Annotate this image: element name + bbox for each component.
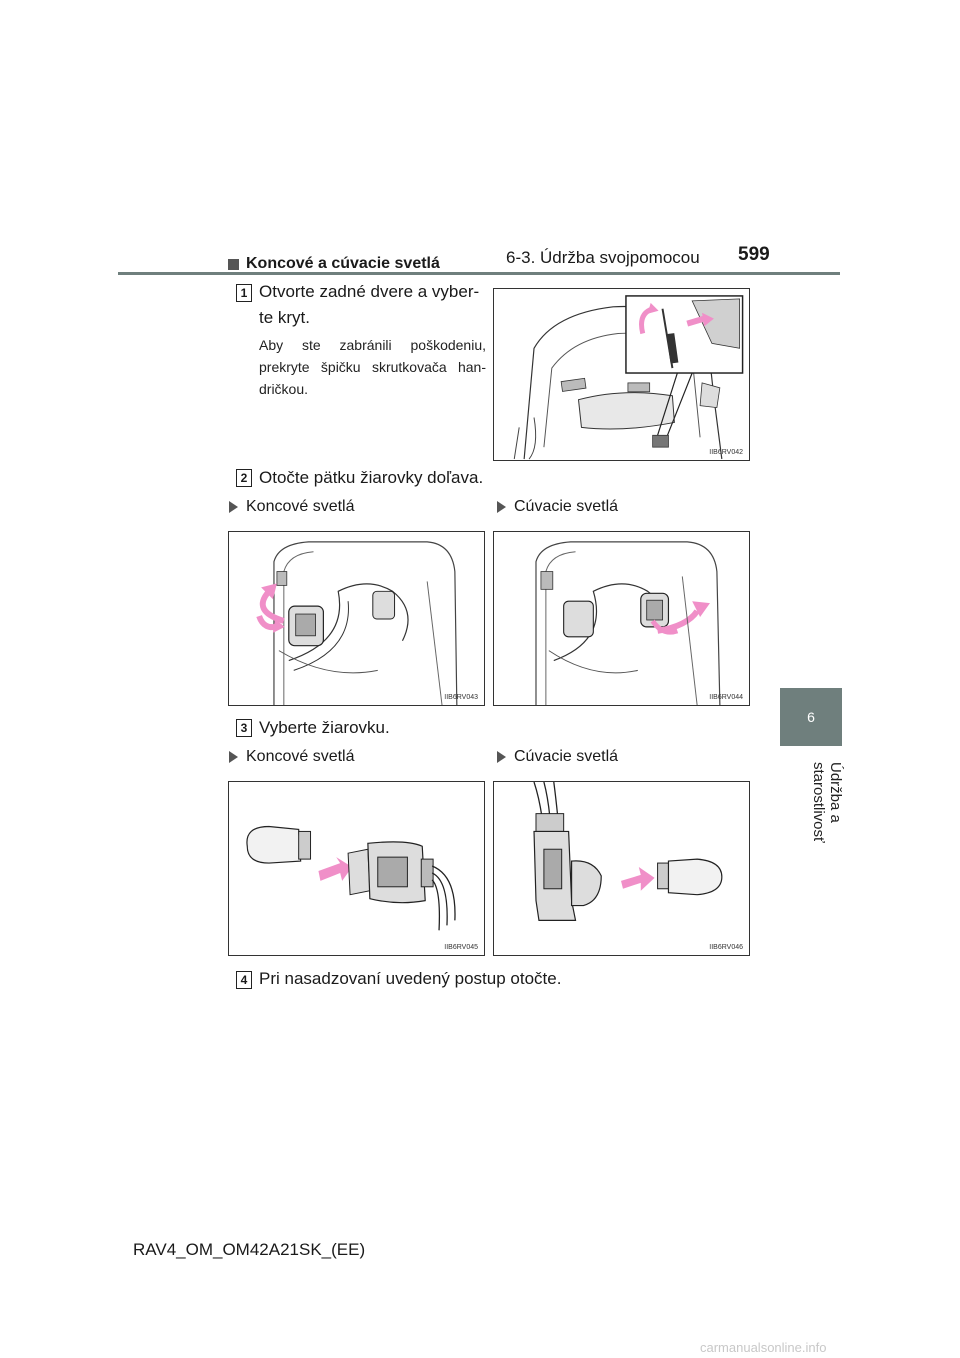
- tailgate-illustration: [513, 295, 744, 460]
- triangle-bullet-icon: [229, 751, 238, 763]
- reverse-label: Cúvacie svetlá: [514, 748, 619, 765]
- section-heading: Koncové a cúvacie svetlá: [228, 255, 440, 273]
- step-1-note-line-2: prekryte špičku skrutkovača han-: [259, 359, 486, 375]
- step-3-text: Vyberte žiarovku.: [259, 718, 390, 737]
- step-4-text: Pri nasadzovaní uvedený postup otočte.: [259, 969, 562, 988]
- figure-reverse-socket-turn: IIB6RV044: [493, 531, 750, 706]
- step-number-2: 2: [236, 469, 252, 487]
- watermark: carmanualsonline.info: [700, 1340, 827, 1355]
- triangle-bullet-icon: [497, 751, 506, 763]
- step-1-line-1: Otvorte zadné dvere a vyber-: [259, 282, 480, 301]
- figure-reverse-bulb-remove: IIB6RV046: [493, 781, 750, 956]
- step-1-note-line-1: Aby ste zabránili poškodeniu,: [259, 337, 486, 353]
- reverse-bulb-illustration: [533, 782, 723, 921]
- figure-tail-bulb-remove: IIB6RV045: [228, 781, 485, 956]
- tail-socket-illustration: [256, 541, 458, 705]
- reverse-socket-illustration: [535, 541, 721, 705]
- step-1-text: Otvorte zadné dvere a vyber- te kryt.: [259, 279, 484, 331]
- header-rule: [118, 272, 840, 275]
- tail-bulb-illustration: [246, 825, 456, 931]
- figure-tailgate: IIB6RV042: [493, 288, 750, 461]
- square-bullet-icon: [228, 258, 239, 270]
- triangle-bullet-icon: [229, 501, 238, 513]
- step-1-note: Aby ste zabránili poškodeniu, prekryte š…: [259, 334, 486, 400]
- step-number-3: 3: [236, 719, 252, 737]
- subheading-reverse-2: Cúvacie svetlá: [497, 498, 618, 516]
- chapter-title: Údržba a starostlivosť: [810, 762, 844, 843]
- subheading-tail-2: Koncové svetlá: [229, 498, 355, 516]
- step-number-1: 1: [236, 284, 252, 302]
- figure-tail-socket-turn: IIB6RV043: [228, 531, 485, 706]
- footer-document-id: RAV4_OM_OM42A21SK_(EE): [133, 1240, 366, 1259]
- step-2-text: Otočte pätku žiarovky doľava.: [259, 468, 484, 487]
- figure-code-043: IIB6RV043: [444, 694, 478, 701]
- subheading-reverse-3: Cúvacie svetlá: [497, 748, 618, 766]
- heading-text: Koncové a cúvacie svetlá: [246, 255, 440, 272]
- tail-label: Koncové svetlá: [246, 748, 355, 765]
- figure-code-045: IIB6RV045: [444, 944, 478, 951]
- triangle-bullet-icon: [497, 501, 506, 513]
- step-1-note-line-3: dričkou.: [259, 381, 309, 397]
- figure-code-042: IIB6RV042: [709, 449, 743, 456]
- step-1-line-2: te kryt.: [259, 308, 311, 327]
- page-number: 599: [738, 244, 770, 265]
- reverse-label: Cúvacie svetlá: [514, 498, 619, 515]
- subheading-tail-3: Koncové svetlá: [229, 748, 355, 766]
- chapter-number: 6: [807, 709, 815, 725]
- step-number-4: 4: [236, 971, 252, 989]
- tail-label: Koncové svetlá: [246, 498, 355, 515]
- chapter-tab: 6: [780, 688, 842, 746]
- section-title: 6-3. Údržba svojpomocou: [506, 248, 700, 267]
- figure-code-044: IIB6RV044: [709, 694, 743, 701]
- figure-code-046: IIB6RV046: [709, 944, 743, 951]
